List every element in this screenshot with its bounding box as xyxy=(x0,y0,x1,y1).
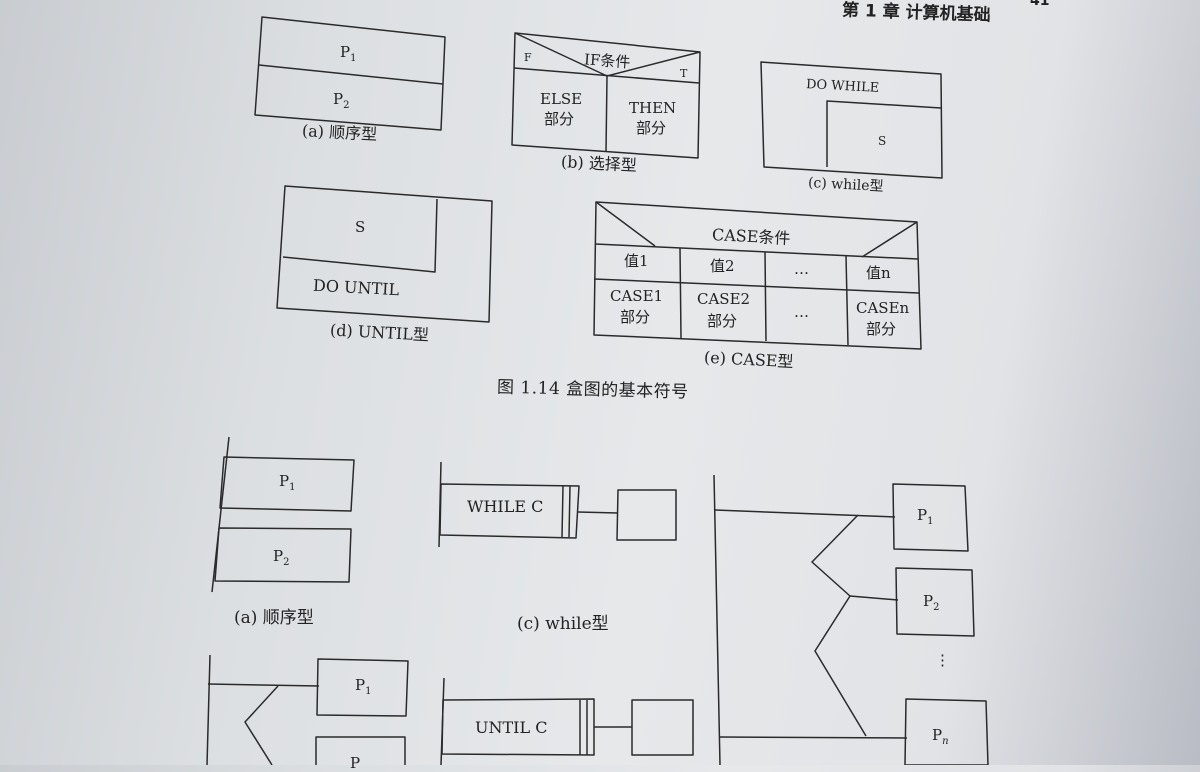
box-e-col3 xyxy=(845,255,849,346)
e-part-2-l2: 部分 xyxy=(707,312,738,330)
c-s-label: S xyxy=(878,134,887,148)
box-e-diag-right xyxy=(861,221,918,258)
e-part-n-l1: CASEn xyxy=(856,299,910,317)
f2a-caption: (a) 顺序型 xyxy=(234,608,314,628)
case-pn-label: Pn xyxy=(932,726,949,747)
b-then-l1: THEN xyxy=(629,99,677,117)
f2b-zigzag xyxy=(244,685,279,765)
f2a-box-p2 xyxy=(214,527,352,583)
box-e-col1 xyxy=(679,247,682,339)
f2c-while-box xyxy=(439,483,580,539)
b-else-l1: ELSE xyxy=(540,90,583,108)
e-value-1: 值1 xyxy=(624,252,649,270)
b-then-l2: 部分 xyxy=(636,119,667,137)
b-else-l2: 部分 xyxy=(544,110,575,128)
f2a-left-rail xyxy=(211,436,230,593)
box-e-col2 xyxy=(764,251,767,342)
c-do-while: DO WHILE xyxy=(805,77,880,96)
box-b-diag-right xyxy=(606,51,701,77)
c-caption: (c) while型 xyxy=(807,175,884,195)
f2b-branch-p1 xyxy=(207,683,320,687)
box-d-inner xyxy=(282,198,438,273)
a-p1-label: P1 xyxy=(340,43,357,64)
case-box-p1 xyxy=(892,483,969,552)
case-box-p2 xyxy=(895,567,975,637)
e-part-1-l2: 部分 xyxy=(620,308,651,326)
e-part-2-l1: CASE2 xyxy=(697,290,751,308)
box-e-row2 xyxy=(593,278,920,294)
e-value-2: 值2 xyxy=(710,257,735,275)
f2c-connector xyxy=(577,511,619,514)
f2d-body-box xyxy=(631,699,694,756)
page-number: 41 xyxy=(1030,0,1050,9)
box-e-outline xyxy=(593,201,922,350)
b-t-label: T xyxy=(680,67,688,80)
case-branch-p1 xyxy=(714,509,896,518)
a-caption: (a) 顺序型 xyxy=(301,121,378,144)
case-branch-p2 xyxy=(849,595,899,601)
figure-caption: 图 1.14 盒图的基本符号 xyxy=(496,377,689,403)
d-s-label: S xyxy=(355,218,366,236)
box-c-inner xyxy=(826,100,942,167)
e-part-n-l2: 部分 xyxy=(866,320,897,338)
box-c-outline xyxy=(760,61,943,179)
f2b-box-p2 xyxy=(315,736,406,765)
f2c-caption: (c) while型 xyxy=(517,614,609,634)
e-value-3: … xyxy=(794,260,809,278)
e-condition: CASE条件 xyxy=(711,224,791,249)
f2c-while-label: WHILE C xyxy=(467,497,544,516)
case-p1-label: P1 xyxy=(917,506,934,527)
f2c-bar1 xyxy=(561,485,564,538)
box-a-outline xyxy=(254,16,446,131)
box-a-divider xyxy=(258,64,444,85)
b-caption: (b) 选择型 xyxy=(560,152,638,175)
b-f-label: F xyxy=(524,51,532,64)
f2b-box-p1 xyxy=(316,658,409,717)
f2b-left-rail xyxy=(206,654,211,765)
f2d-until-label: UNTIL C xyxy=(475,718,548,737)
box-b-col-divider xyxy=(605,75,608,153)
f2c-bar2 xyxy=(568,485,571,538)
case-left-rail xyxy=(713,474,721,765)
f2a-box-p1 xyxy=(219,456,355,512)
f2a-p2-label: P2 xyxy=(273,547,290,568)
f2d-until-box xyxy=(441,698,595,756)
e-part-1-l1: CASE1 xyxy=(610,287,664,305)
b-condition: IF条件 xyxy=(583,50,631,72)
e-part-3-l1: … xyxy=(794,303,809,321)
box-b-outline xyxy=(511,32,701,159)
case-dots: ⋮ xyxy=(935,651,950,669)
e-caption: (e) CASE型 xyxy=(703,347,794,372)
box-e-diag-left xyxy=(595,201,656,247)
case-p2-label: P2 xyxy=(923,592,940,613)
case-zigzag xyxy=(811,514,867,737)
f2c-body-box xyxy=(616,489,677,541)
f2b-p1-label: P1 xyxy=(355,676,372,697)
case-branch-pn xyxy=(719,736,908,739)
f2a-p1-label: P1 xyxy=(279,472,296,493)
e-value-n: 值n xyxy=(866,264,891,282)
box-b-diag-left xyxy=(514,32,608,77)
f2b-p2-label: P xyxy=(350,754,361,772)
d-do-until: DO UNTIL xyxy=(312,275,400,300)
a-p2-label: P2 xyxy=(333,90,350,111)
box-d-outline xyxy=(276,185,493,323)
case-box-pn xyxy=(904,698,989,765)
